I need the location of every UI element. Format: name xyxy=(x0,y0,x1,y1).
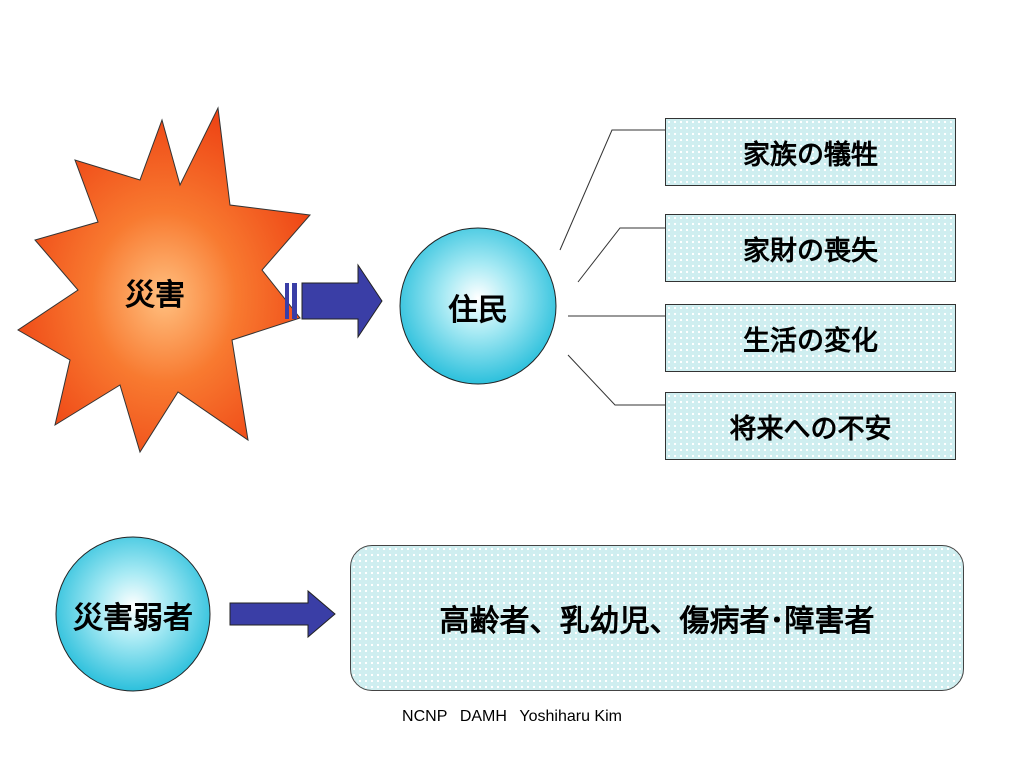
vulnerable-groups-box: 高齢者、乳幼児、傷病者･障害者 xyxy=(350,545,964,691)
impact-box-family-loss: 家族の犠牲 xyxy=(665,118,956,186)
footer-author: Yoshiharu Kim xyxy=(519,708,622,725)
connector-line-2 xyxy=(577,227,665,283)
connector-line-4 xyxy=(567,354,665,406)
vulnerable-circle xyxy=(55,536,211,692)
footer-org-damh: DAMH xyxy=(459,708,507,725)
impact-box-life-change: 生活の変化 xyxy=(665,304,956,372)
disaster-burst-shape xyxy=(17,106,311,454)
residents-circle xyxy=(399,227,557,385)
arrow-vulnerable-to-groups xyxy=(229,589,336,639)
vulnerable-label: 災害弱者 xyxy=(73,601,193,636)
connector-line-1 xyxy=(559,129,665,251)
disaster-label: 災害 xyxy=(125,278,185,313)
impact-box-property-loss: 家財の喪失 xyxy=(665,214,956,282)
footer-credit: NCNP DAMH Yoshiharu Kim xyxy=(0,708,1024,726)
footer-org-ncnp: NCNP xyxy=(402,708,448,725)
residents-label: 住民 xyxy=(448,293,508,328)
arrow-disaster-to-residents xyxy=(285,263,383,339)
impact-box-future-anxiety: 将来への不安 xyxy=(665,392,956,460)
